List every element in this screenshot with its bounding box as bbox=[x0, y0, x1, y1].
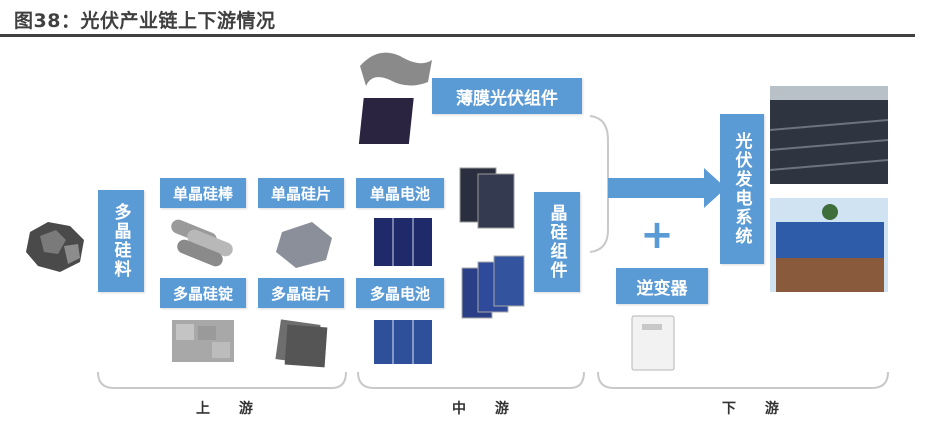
plus-sign: + bbox=[640, 212, 674, 258]
box-multi-cell: 多晶电池 bbox=[356, 278, 444, 308]
title-rule bbox=[0, 34, 915, 37]
crystalline-module-image bbox=[459, 167, 525, 319]
polysilicon-chunk-image bbox=[26, 222, 84, 272]
downstream-bracket bbox=[597, 371, 889, 389]
flow-arrow bbox=[608, 168, 726, 208]
box-inverter: 逆变器 bbox=[616, 268, 708, 304]
multi-wafer-image bbox=[275, 319, 328, 368]
mono-rod-image bbox=[171, 219, 233, 267]
box-thin-film-module: 薄膜光伏组件 bbox=[432, 78, 582, 114]
figure-title: 图38：光伏产业链上下游情况 bbox=[14, 10, 276, 32]
box-mono-wafer: 单晶硅片 bbox=[258, 178, 344, 208]
multi-ingot-image bbox=[172, 320, 234, 362]
module-brace bbox=[589, 115, 609, 253]
stage-upstream: 上 游 bbox=[196, 401, 265, 417]
box-polysilicon: 多晶硅料 bbox=[98, 190, 144, 292]
box-multi-wafer: 多晶硅片 bbox=[258, 278, 344, 308]
stage-downstream: 下 游 bbox=[722, 401, 791, 417]
multi-cell-image bbox=[374, 320, 432, 364]
mono-cell-image bbox=[374, 218, 432, 266]
upstream-bracket bbox=[97, 371, 347, 389]
box-pv-system: 光伏发电系统 bbox=[720, 114, 764, 264]
rooftop-solar-image bbox=[770, 198, 888, 292]
box-mono-rod: 单晶硅棒 bbox=[160, 178, 246, 208]
solar-farm-image bbox=[769, 86, 889, 184]
box-mono-cell: 单晶电池 bbox=[356, 178, 444, 208]
stage-midstream: 中 游 bbox=[452, 401, 521, 417]
mono-wafer-image bbox=[276, 222, 332, 268]
thin-film-panel-image bbox=[358, 98, 414, 144]
box-multi-ingot: 多晶硅锭 bbox=[160, 278, 246, 308]
box-crystalline-module: 晶硅组件 bbox=[534, 192, 580, 292]
thin-film-flexible-image bbox=[360, 52, 432, 86]
inverter-image bbox=[631, 315, 675, 371]
midstream-bracket bbox=[357, 371, 585, 389]
